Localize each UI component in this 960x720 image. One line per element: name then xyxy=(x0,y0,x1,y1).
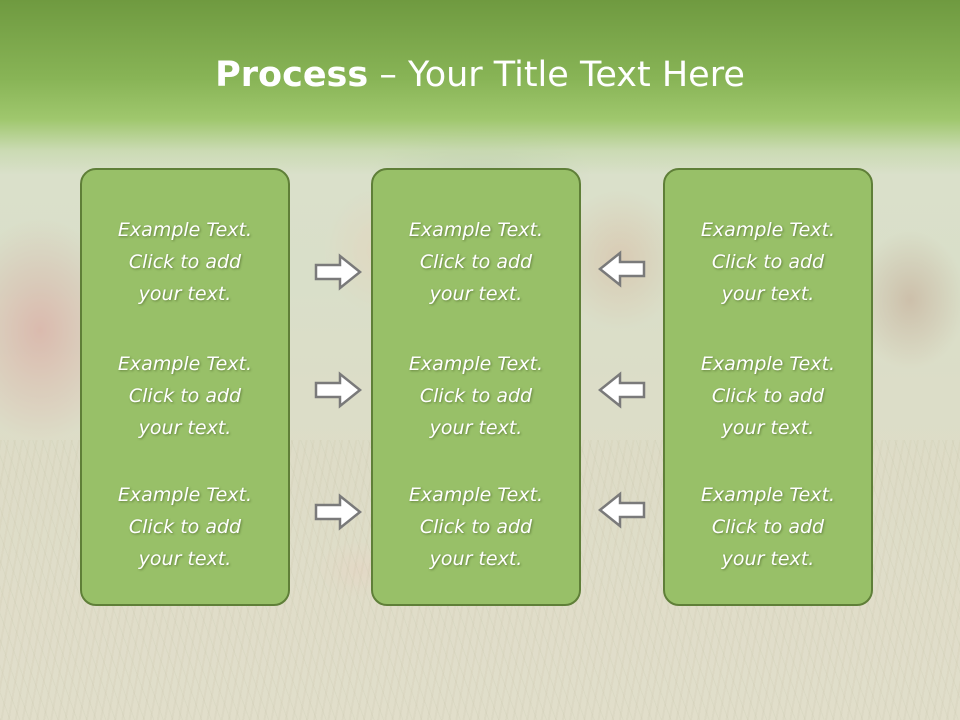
text-box-right[interactable]: Example Text. Click to add your text. Ex… xyxy=(663,168,873,606)
arrow-right-icon xyxy=(314,371,363,409)
text-placeholder[interactable]: Example Text. Click to add your text. xyxy=(373,348,579,444)
text-line: Click to add xyxy=(419,385,533,407)
arrow-left-icon xyxy=(597,371,646,409)
text-line: Example Text. xyxy=(700,219,836,241)
text-line: Example Text. xyxy=(408,219,544,241)
text-placeholder[interactable]: Example Text. Click to add your text. xyxy=(373,214,579,310)
text-line: your text. xyxy=(429,548,523,570)
text-line: your text. xyxy=(721,417,815,439)
text-placeholder[interactable]: Example Text. Click to add your text. xyxy=(82,214,288,310)
text-line: your text. xyxy=(429,283,523,305)
text-placeholder[interactable]: Example Text. Click to add your text. xyxy=(665,214,871,310)
text-line: Example Text. xyxy=(700,353,836,375)
text-placeholder[interactable]: Example Text. Click to add your text. xyxy=(665,348,871,444)
text-line: Example Text. xyxy=(700,484,836,506)
text-line: your text. xyxy=(721,548,815,570)
text-line: your text. xyxy=(138,548,232,570)
arrow-left-icon xyxy=(597,250,646,288)
text-placeholder[interactable]: Example Text. Click to add your text. xyxy=(82,479,288,575)
text-line: Example Text. xyxy=(117,219,253,241)
text-placeholder[interactable]: Example Text. Click to add your text. xyxy=(82,348,288,444)
text-line: Click to add xyxy=(711,251,825,273)
text-placeholder[interactable]: Example Text. Click to add your text. xyxy=(665,479,871,575)
text-line: your text. xyxy=(721,283,815,305)
title-bold: Process xyxy=(215,55,369,95)
text-line: Example Text. xyxy=(117,353,253,375)
text-line: your text. xyxy=(429,417,523,439)
text-line: Example Text. xyxy=(117,484,253,506)
text-line: Click to add xyxy=(419,251,533,273)
text-box-center[interactable]: Example Text. Click to add your text. Ex… xyxy=(371,168,581,606)
text-line: Click to add xyxy=(419,516,533,538)
text-placeholder[interactable]: Example Text. Click to add your text. xyxy=(373,479,579,575)
text-line: Click to add xyxy=(711,516,825,538)
text-line: your text. xyxy=(138,417,232,439)
arrow-left-icon xyxy=(597,491,646,529)
text-box-left[interactable]: Example Text. Click to add your text. Ex… xyxy=(80,168,290,606)
slide-title[interactable]: Process – Your Title Text Here xyxy=(0,52,960,98)
text-line: Click to add xyxy=(128,251,242,273)
text-line: Click to add xyxy=(128,385,242,407)
title-rest: – Your Title Text Here xyxy=(368,55,745,95)
arrow-right-icon xyxy=(314,493,363,531)
text-line: Example Text. xyxy=(408,484,544,506)
text-line: your text. xyxy=(138,283,232,305)
header-band xyxy=(0,0,960,175)
text-line: Example Text. xyxy=(408,353,544,375)
arrow-right-icon xyxy=(314,253,363,291)
text-line: Click to add xyxy=(128,516,242,538)
text-line: Click to add xyxy=(711,385,825,407)
